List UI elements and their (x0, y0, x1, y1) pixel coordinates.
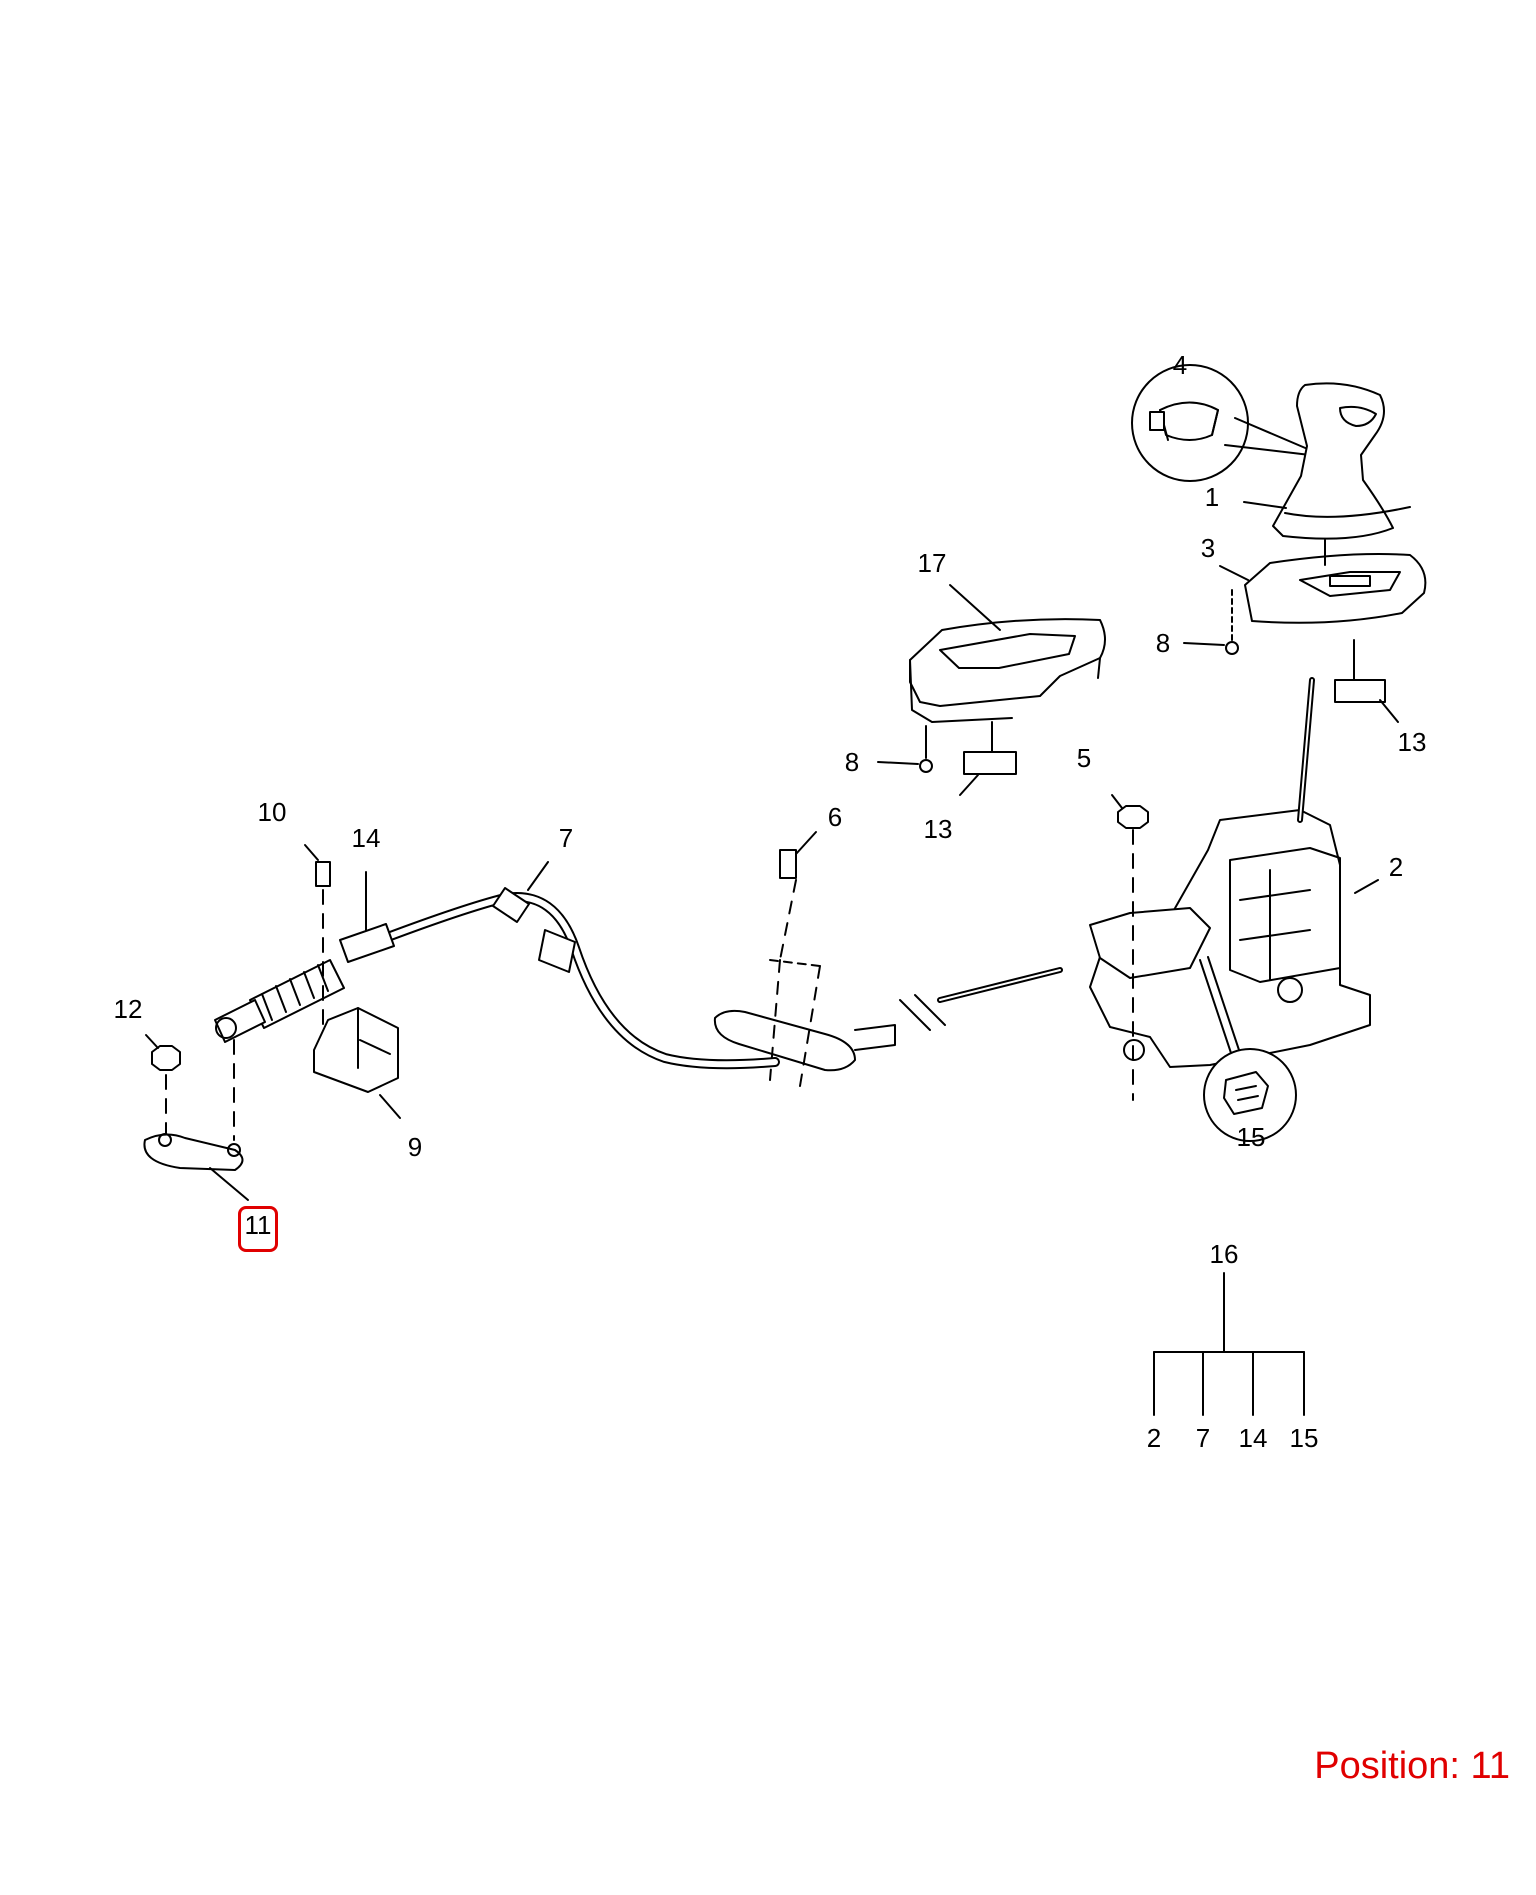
cable-inner (899, 967, 1063, 1031)
trim-plate-upper (1219, 539, 1427, 624)
screw-8-right (1183, 589, 1239, 655)
kit-parent-label[interactable]: 16 (1209, 1239, 1239, 1269)
cable-bellows (214, 959, 345, 1043)
nut-5 (1111, 794, 1149, 1101)
callout-4[interactable]: 4 (1172, 350, 1188, 380)
callout-5[interactable]: 5 (1076, 743, 1092, 773)
kit-child-2[interactable]: 2 (1146, 1423, 1162, 1453)
position-indicator: Position: 11 (1314, 1745, 1510, 1787)
callout-3[interactable]: 3 (1200, 533, 1216, 563)
callout-17[interactable]: 17 (917, 548, 947, 578)
callout-6[interactable]: 6 (827, 802, 843, 832)
kit-child-7[interactable]: 7 (1195, 1423, 1211, 1453)
callout-8-left[interactable]: 8 (844, 747, 860, 777)
kit-child-15[interactable]: 15 (1289, 1423, 1319, 1453)
callout-13-left[interactable]: 13 (923, 814, 953, 844)
cable-bracket-grommet (713, 879, 896, 1087)
nut-12 (145, 1034, 181, 1146)
callout-15[interactable]: 15 (1236, 1122, 1266, 1152)
callout-9[interactable]: 9 (407, 1132, 423, 1162)
callout-1[interactable]: 1 (1204, 482, 1220, 512)
bracket-9 (313, 1007, 401, 1119)
bolt-10 (304, 844, 331, 1061)
shift-cable (380, 861, 780, 1070)
callout-11[interactable]: 11 (244, 1210, 272, 1240)
callout-7[interactable]: 7 (558, 823, 574, 853)
shift-knob (1243, 382, 1411, 540)
cable-adjuster-14 (339, 871, 395, 963)
screw-8-left (877, 725, 933, 773)
lever-11 (143, 1039, 249, 1201)
bolt-6 (779, 831, 817, 879)
kit-child-14[interactable]: 14 (1238, 1423, 1268, 1453)
bulb-holder-13-right (1334, 639, 1399, 723)
shift-knob-clip-detail (1131, 364, 1311, 482)
callout-12[interactable]: 12 (113, 994, 143, 1024)
bulb-holder-13-left (959, 721, 1017, 796)
kit-tree-lines (1153, 1272, 1305, 1416)
callout-14[interactable]: 14 (351, 823, 381, 853)
selected-callout-highlight (238, 1206, 278, 1252)
callout-10[interactable]: 10 (257, 797, 287, 827)
trim-bezel-17 (909, 584, 1106, 723)
callout-8-right[interactable]: 8 (1155, 628, 1171, 658)
shifter-assembly (1089, 677, 1379, 1081)
callout-13-right[interactable]: 13 (1397, 727, 1427, 757)
connector-detail-15 (1203, 1048, 1297, 1142)
callout-2[interactable]: 2 (1388, 852, 1404, 882)
